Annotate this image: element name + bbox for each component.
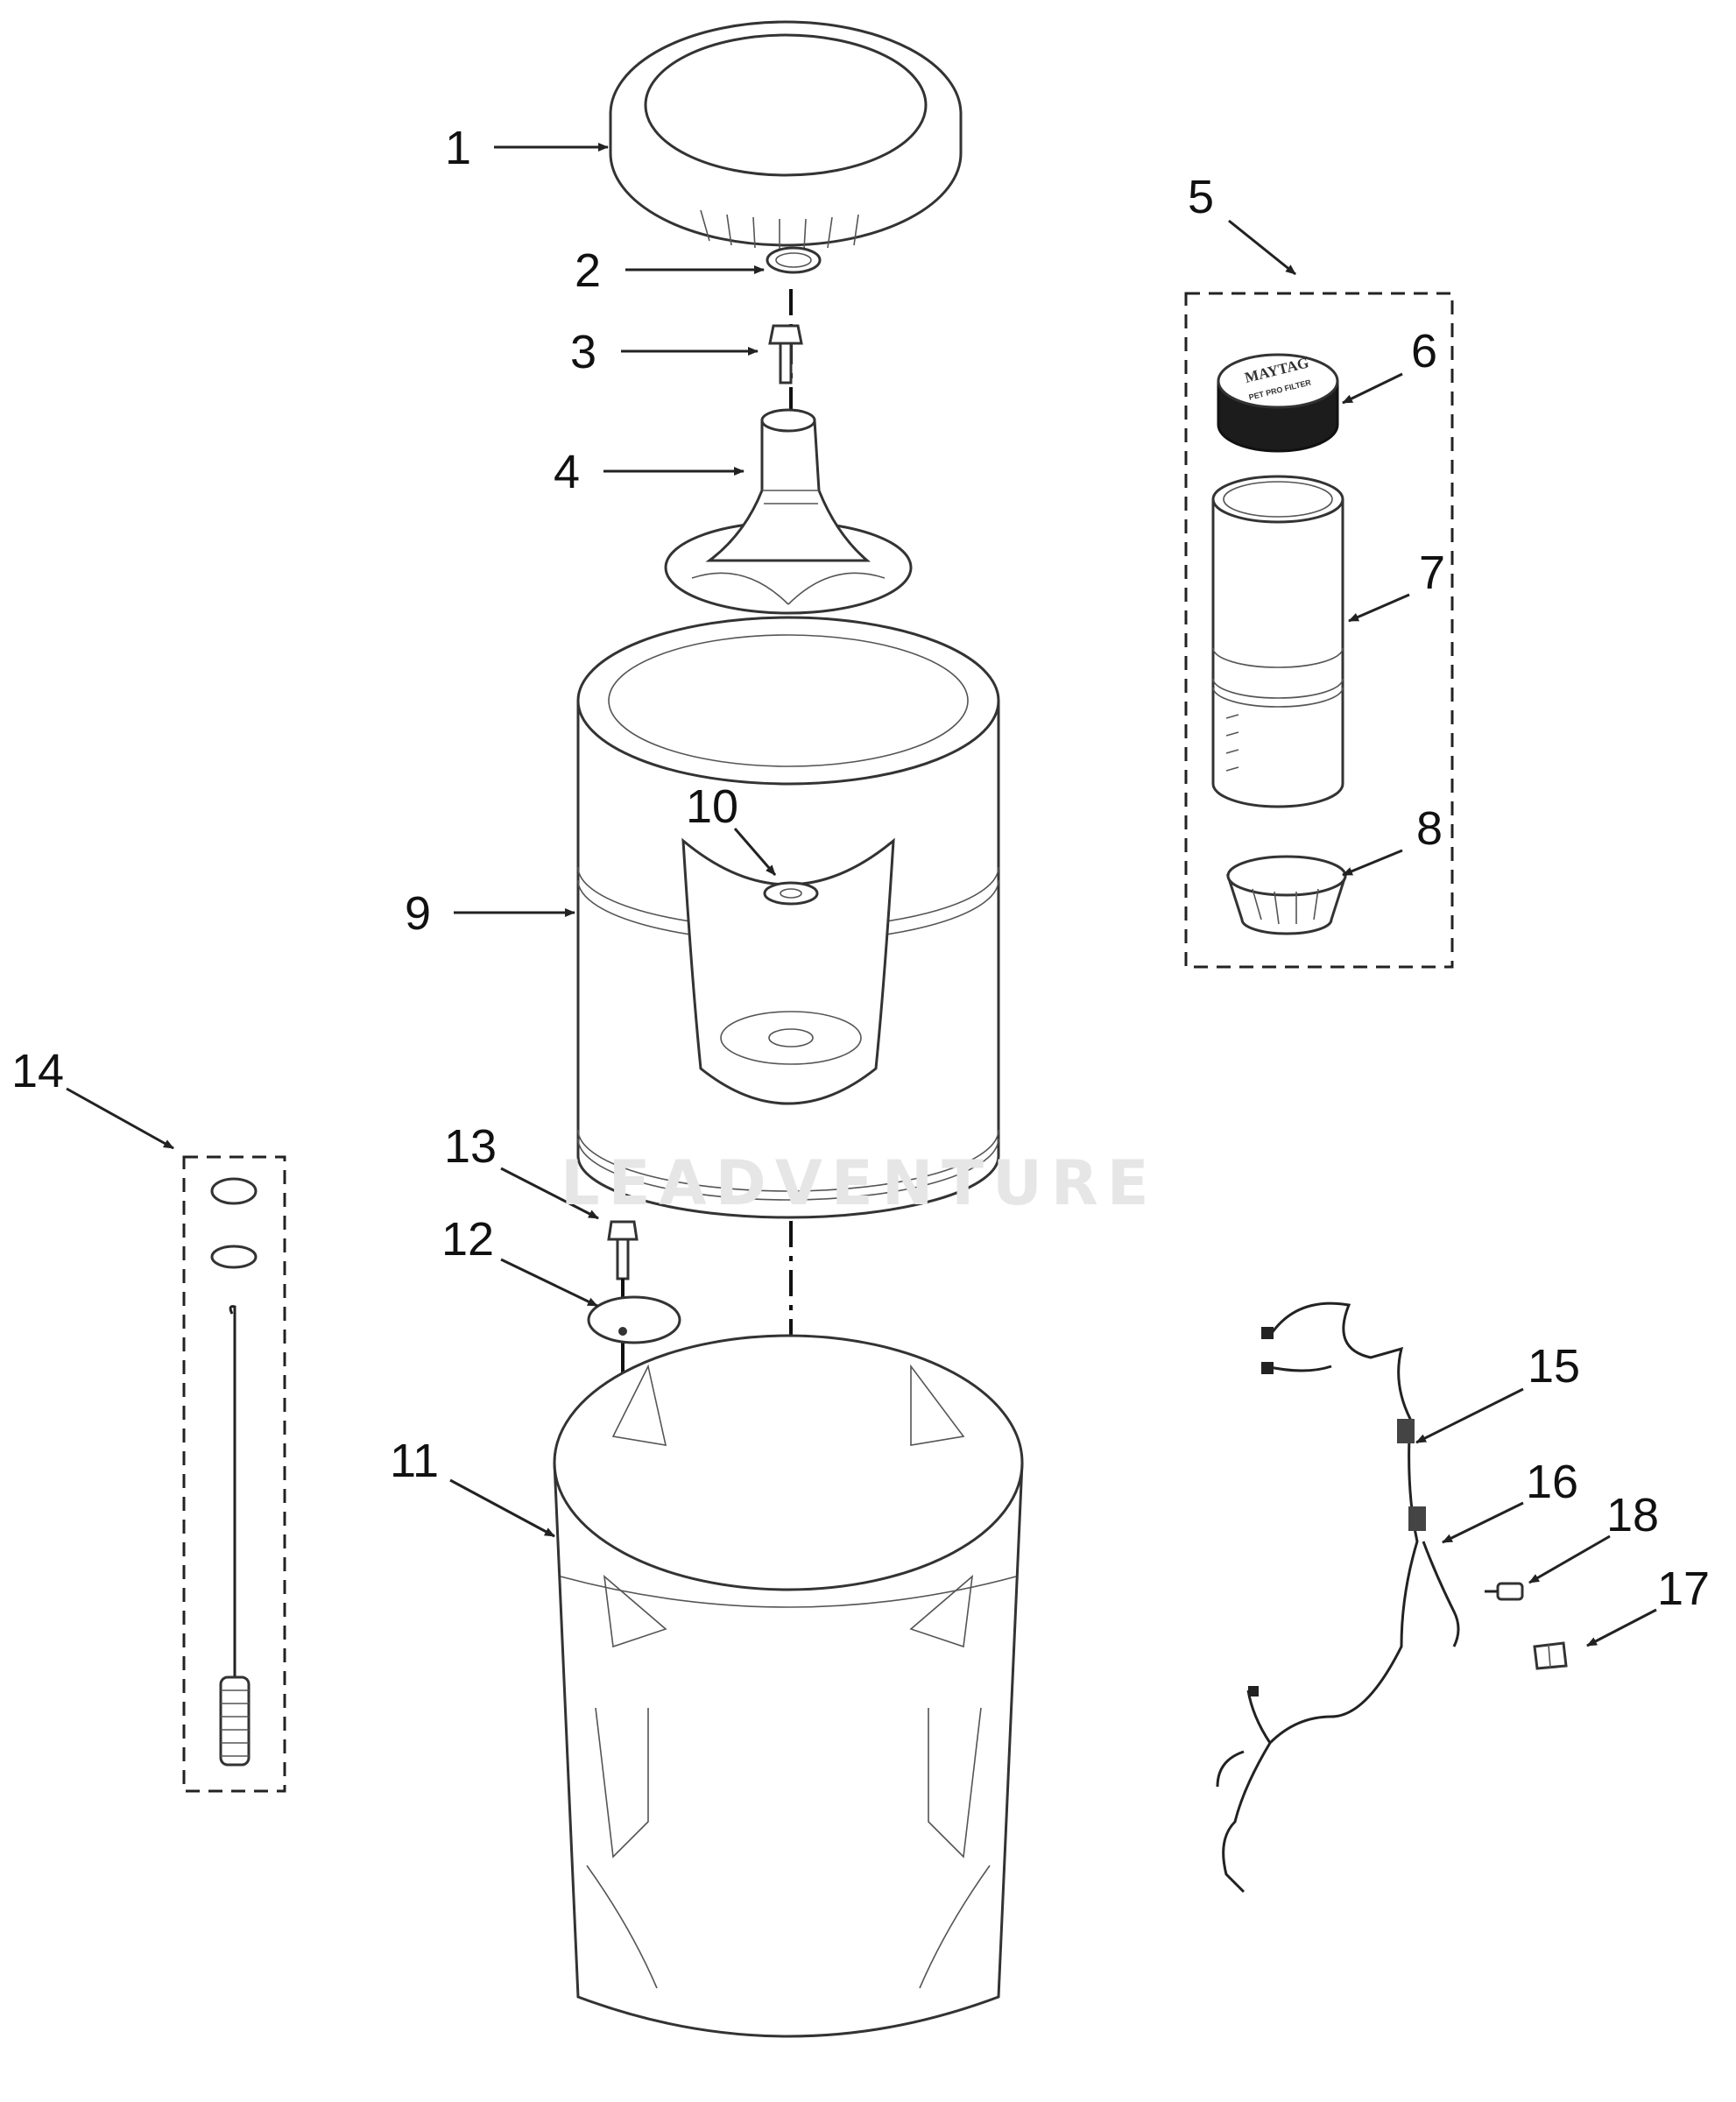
callout-15: 15 (1528, 1340, 1580, 1393)
callout-9: 9 (405, 887, 431, 940)
part-12-plate[interactable] (587, 1295, 681, 1344)
part-4-agitator[interactable] (664, 408, 913, 615)
callout-7: 7 (1419, 547, 1445, 599)
part-15-wire-harness[interactable] (1216, 1301, 1426, 1894)
callout-2: 2 (575, 244, 601, 297)
part-17-clip[interactable] (1533, 1641, 1568, 1670)
part-9-basket-tub[interactable] (576, 616, 1000, 1219)
callout-14: 14 (11, 1045, 64, 1097)
callout-1: 1 (445, 122, 471, 174)
part-14-suspension-rod[interactable] (210, 1177, 258, 1767)
part-18-connector[interactable] (1485, 1582, 1524, 1601)
part-16-wire[interactable] (1422, 1541, 1460, 1647)
part-13-screw[interactable] (607, 1220, 639, 1280)
callout-3: 3 (570, 326, 596, 378)
watermark: LEADVENTURE (561, 1147, 1158, 1219)
callout-5: 5 (1188, 171, 1214, 223)
part-5-filter-kit-box[interactable] (1184, 292, 1454, 969)
callout-4: 4 (554, 446, 580, 498)
callout-6: 6 (1411, 325, 1437, 377)
callout-8: 8 (1416, 802, 1443, 855)
callout-17: 17 (1657, 1562, 1710, 1615)
callout-16: 16 (1526, 1456, 1578, 1508)
callout-12: 12 (441, 1213, 494, 1266)
callout-18: 18 (1606, 1489, 1659, 1541)
part-14-suspension-box[interactable] (182, 1155, 286, 1793)
callout-10: 10 (686, 780, 738, 833)
part-6-filter-cap[interactable]: MAYTAG PET PRO FILTER (1217, 353, 1339, 453)
leader-arrows (66, 143, 1657, 1647)
callout-13: 13 (444, 1120, 497, 1173)
part-2-seal[interactable] (766, 246, 822, 274)
part-8-basket[interactable] (1225, 855, 1348, 935)
part-1-ring[interactable] (609, 20, 963, 250)
part-7-filter-body[interactable] (1211, 475, 1344, 808)
callout-11: 11 (390, 1435, 439, 1487)
part-10-hub[interactable] (763, 881, 819, 906)
part-11-outer-tub[interactable] (553, 1334, 1024, 2038)
part-3-bolt[interactable] (768, 324, 803, 384)
